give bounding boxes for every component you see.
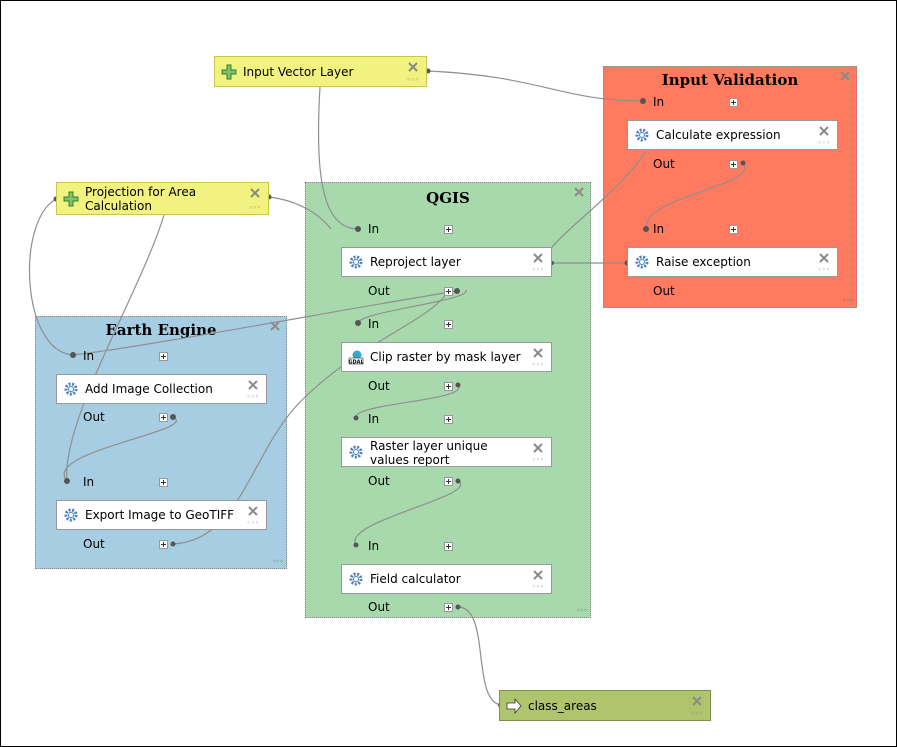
expand-icon[interactable] <box>159 413 168 422</box>
expand-icon[interactable] <box>444 320 453 329</box>
node-label: class_areas <box>528 698 597 713</box>
port-in[interactable]: In <box>83 349 95 363</box>
resize-handle[interactable]: ◦◦◦ <box>690 710 703 718</box>
port-out[interactable]: Out <box>653 157 675 171</box>
node-label: Field calculator <box>370 572 461 586</box>
expand-icon[interactable] <box>444 542 453 551</box>
node-clip-raster[interactable]: GDAL Clip raster by mask layer ◦◦◦ <box>341 342 552 372</box>
gear-icon <box>349 445 363 459</box>
node-reproject-layer[interactable]: Reproject layer ◦◦◦ <box>341 247 552 277</box>
close-icon[interactable] <box>532 347 544 359</box>
port-out[interactable]: Out <box>653 284 675 298</box>
node-class-areas-output[interactable]: class_areas ◦◦◦ <box>499 690 711 721</box>
resize-handle[interactable]: ◦◦◦ <box>817 266 830 274</box>
node-label: Input Vector Layer <box>243 64 354 79</box>
node-raster-unique-values[interactable]: Raster layer unique values report ◦◦◦ <box>341 437 552 467</box>
plus-cross-icon <box>221 64 237 79</box>
node-label: Raster layer unique values report <box>370 439 488 467</box>
close-icon[interactable] <box>532 252 544 264</box>
node-label: Add Image Collection <box>85 382 213 396</box>
port-in[interactable]: In <box>368 412 380 426</box>
expand-icon[interactable] <box>444 382 453 391</box>
expand-icon[interactable] <box>729 98 738 107</box>
node-label: Calculate expression <box>656 128 781 142</box>
gear-icon <box>349 572 363 586</box>
close-icon[interactable] <box>249 187 261 199</box>
gear-icon <box>635 128 649 142</box>
svg-text:GDAL: GDAL <box>348 359 364 365</box>
expand-icon[interactable] <box>444 603 453 612</box>
port-in[interactable]: In <box>653 95 665 109</box>
expand-icon[interactable] <box>444 225 453 234</box>
resize-handle[interactable]: ◦◦◦ <box>246 393 259 401</box>
port-out[interactable]: Out <box>368 474 390 488</box>
expand-icon[interactable] <box>729 225 738 234</box>
group-title: QGIS <box>426 189 470 207</box>
expand-icon[interactable] <box>444 287 453 296</box>
group-title: Input Validation <box>661 71 799 89</box>
group-title: Earth Engine <box>105 321 217 339</box>
port-in[interactable]: In <box>368 317 380 331</box>
close-icon[interactable] <box>407 61 419 73</box>
resize-handle[interactable]: ◦◦◦ <box>841 296 854 305</box>
node-export-geotiff[interactable]: Export Image to GeoTIFF ◦◦◦ <box>56 500 267 530</box>
expand-icon[interactable] <box>159 540 168 549</box>
gear-icon <box>349 255 363 269</box>
expand-icon[interactable] <box>729 160 738 169</box>
plus-cross-icon <box>63 191 79 206</box>
expand-icon[interactable] <box>159 478 168 487</box>
close-icon[interactable] <box>691 695 703 707</box>
node-label: Clip raster by mask layer <box>370 350 521 364</box>
gear-icon <box>64 382 78 396</box>
port-out[interactable]: Out <box>368 379 390 393</box>
port-out[interactable]: Out <box>368 600 390 614</box>
close-icon[interactable] <box>573 186 585 198</box>
close-icon[interactable] <box>839 70 851 82</box>
close-icon[interactable] <box>532 569 544 581</box>
node-label: Reproject layer <box>370 255 461 269</box>
port-in[interactable]: In <box>83 475 95 489</box>
gear-icon <box>64 508 78 522</box>
gear-icon <box>635 255 649 269</box>
close-icon[interactable] <box>247 379 259 391</box>
expand-icon[interactable] <box>444 477 453 486</box>
expand-icon[interactable] <box>444 415 453 424</box>
port-out[interactable]: Out <box>83 410 105 424</box>
arrow-right-icon <box>506 697 522 714</box>
close-icon[interactable] <box>269 320 281 332</box>
resize-handle[interactable]: ◦◦◦ <box>406 76 419 84</box>
close-icon[interactable] <box>532 442 544 454</box>
port-in[interactable]: In <box>368 539 380 553</box>
resize-handle[interactable]: ◦◦◦ <box>248 204 261 212</box>
close-icon[interactable] <box>818 125 830 137</box>
close-icon[interactable] <box>818 252 830 264</box>
resize-handle[interactable]: ◦◦◦ <box>531 266 544 274</box>
node-label: Projection for Area Calculation <box>85 184 197 213</box>
resize-handle[interactable]: ◦◦◦ <box>531 456 544 464</box>
node-input-vector-layer[interactable]: Input Vector Layer ◦◦◦ <box>214 56 427 87</box>
port-in[interactable]: In <box>368 222 380 236</box>
node-raise-exception[interactable]: Raise exception ◦◦◦ <box>627 247 838 277</box>
node-projection-area[interactable]: Projection for Area Calculation ◦◦◦ <box>56 182 269 215</box>
node-label: Raise exception <box>656 255 751 269</box>
resize-handle[interactable]: ◦◦◦ <box>817 139 830 147</box>
node-calculate-expression[interactable]: Calculate expression ◦◦◦ <box>627 120 838 150</box>
resize-handle[interactable]: ◦◦◦ <box>575 606 588 615</box>
close-icon[interactable] <box>247 505 259 517</box>
resize-handle[interactable]: ◦◦◦ <box>246 519 259 527</box>
port-out[interactable]: Out <box>83 537 105 551</box>
resize-handle[interactable]: ◦◦◦ <box>531 361 544 369</box>
node-add-image-collection[interactable]: Add Image Collection ◦◦◦ <box>56 374 267 404</box>
resize-handle[interactable]: ◦◦◦ <box>531 583 544 591</box>
port-out[interactable]: Out <box>368 284 390 298</box>
node-label: Export Image to GeoTIFF <box>85 508 235 522</box>
expand-icon[interactable] <box>159 352 168 361</box>
port-in[interactable]: In <box>653 222 665 236</box>
resize-handle[interactable]: ◦◦◦ <box>271 557 284 566</box>
gdal-icon: GDAL <box>348 350 364 365</box>
node-field-calculator[interactable]: Field calculator ◦◦◦ <box>341 564 552 594</box>
